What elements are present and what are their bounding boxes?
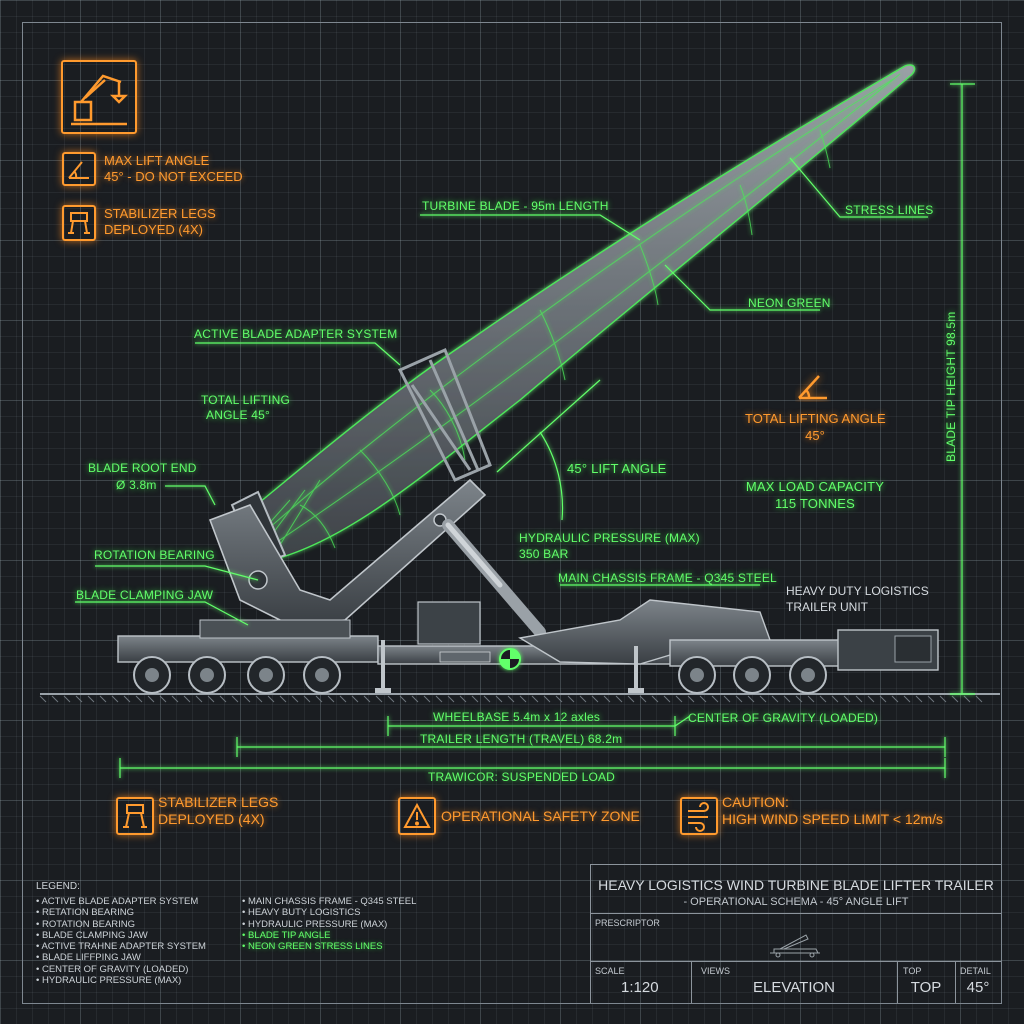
legend-item: • HEAVY BUTY LOGISTICS <box>242 907 361 919</box>
legend-item: • BLADE CLAMPING JAW <box>36 929 148 941</box>
stabilizer-icon <box>62 205 96 241</box>
stress-lines-label: STRESS LINES <box>845 203 934 217</box>
legend-item: • NEON GREEN STRESS LINES <box>242 941 383 953</box>
active-adapter-label: ACTIVE BLADE ADAPTER SYSTEM <box>194 327 398 341</box>
total-lifting-angle-warning-line2: 45° <box>805 428 825 443</box>
legend-item: • HYDRAULIC PRESSURE (MAX) <box>242 918 388 930</box>
views-value: ELEVATION <box>753 979 835 996</box>
center-of-gravity-label: CENTER OF GRAVITY (LOADED) <box>688 711 879 725</box>
legend-item: • RETATION BEARING <box>36 907 134 919</box>
title-block-title: HEAVY LOGISTICS WIND TURBINE BLADE LIFTE… <box>598 877 994 893</box>
heavy-duty-label-line2: TRAILER UNIT <box>786 600 869 614</box>
detail-label: DETAIL <box>960 966 991 976</box>
legend-title: LEGEND: <box>36 881 80 892</box>
total-lifting-angle-warning-line1: TOTAL LIFTING ANGLE <box>745 411 886 426</box>
ground-line <box>39 693 1000 703</box>
trailer-thumbnail-icon <box>770 934 820 958</box>
title-block: HEAVY LOGISTICS WIND TURBINE BLADE LIFTE… <box>590 864 1001 1003</box>
scale-label: SCALE <box>595 966 625 976</box>
trailer-length-label: TRAILER LENGTH (TRAVEL) 68.2m <box>420 732 623 746</box>
hydraulic-label-line1: HYDRAULIC PRESSURE (MAX) <box>519 531 700 545</box>
safety-zone-label: OPERATIONAL SAFETY ZONE <box>441 808 640 824</box>
stabilizer-legs <box>375 640 644 693</box>
total-lifting-label-line1: TOTAL LIFTING <box>200 393 290 407</box>
heavy-duty-label-line1: HEAVY DUTY LOGISTICS <box>786 584 929 598</box>
crane-icon <box>61 60 137 134</box>
top-label: TOP <box>903 966 922 976</box>
neon-green-label: NEON GREEN <box>748 296 831 310</box>
legend-column-2: • MAIN CHASSIS FRAME - Q345 STEEL• HEAVY… <box>242 896 416 952</box>
legend-item: • ACTIVE BLADE ADAPTER SYSTEM <box>36 896 199 907</box>
angle-icon <box>795 372 831 402</box>
blade-tip-height-label: BLADE TIP HEIGHT 98.5m <box>944 311 958 462</box>
trawicor-label: TRAWICOR: SUSPENDED LOAD <box>428 770 616 784</box>
top-value: TOP <box>910 979 942 996</box>
warning-triangle-icon <box>398 797 436 835</box>
blade-clamping-jaw-label: BLADE CLAMPING JAW <box>76 588 214 602</box>
max-load-label-line1: MAX LOAD CAPACITY <box>745 479 885 494</box>
hydraulic-label-line2: 350 BAR <box>519 547 569 561</box>
caution-line1: CAUTION: <box>722 794 789 810</box>
legend-column-1: • ACTIVE BLADE ADAPTER SYSTEM• RETATION … <box>36 896 206 986</box>
trailer-chassis <box>117 599 939 671</box>
stabilizer-bottom-line1: STABILIZER LEGS <box>158 794 279 810</box>
turbine-blade-label: TURBINE BLADE - 95m LENGTH <box>422 199 609 213</box>
wheel-set <box>133 656 827 694</box>
legend-item: • BLADE TIP ANGLE <box>242 929 331 941</box>
scale-value: 1:120 <box>621 979 659 996</box>
total-lifting-label-line2: ANGLE 45° <box>206 408 270 422</box>
wheelbase-label: WHEELBASE 5.4m x 12 axles <box>433 710 601 724</box>
center-of-gravity-marker <box>499 648 521 670</box>
max-lift-warning-line2: 45° - DO NOT EXCEED <box>104 169 243 184</box>
stabilizer-warning-line1: STABILIZER LEGS <box>104 206 216 221</box>
angle-icon <box>62 152 96 186</box>
stabilizer-warning-line2: DEPLOYED (4X) <box>104 222 203 237</box>
wind-icon <box>680 797 718 835</box>
legend-item: • HYDRAULIC PRESSURE (MAX) <box>36 975 182 987</box>
max-lift-warning-line1: MAX LIFT ANGLE <box>104 153 210 168</box>
title-block-subtitle: - OPERATIONAL SCHEMA - 45° ANGLE LIFT <box>683 896 909 908</box>
main-chassis-label: MAIN CHASSIS FRAME - Q345 STEEL <box>558 571 777 585</box>
rotation-bearing-label: ROTATION BEARING <box>94 548 215 562</box>
legend-item: • MAIN CHASSIS FRAME - Q345 STEEL <box>242 896 417 907</box>
drawing-frame <box>22 22 1002 1004</box>
stabilizer-icon <box>116 797 154 835</box>
legend-item: • CENTER OF GRAVITY (LOADED) <box>36 963 189 975</box>
legend-item: • ROTATION BEARING <box>36 918 136 930</box>
blade-root-label-line1: BLADE ROOT END <box>88 461 197 475</box>
annotation-lines <box>75 83 975 778</box>
caution-line2: HIGH WIND SPEED LIMIT < 12m/s <box>722 811 944 827</box>
legend-item: • BLADE LIFFPING JAW <box>36 952 141 964</box>
max-load-label-line2: 115 TONNES <box>774 496 856 511</box>
stabilizer-bottom-line2: DEPLOYED (4X) <box>158 811 265 827</box>
views-label: VIEWS <box>701 966 731 976</box>
legend-item: • ACTIVE TRAHNE ADAPTER SYSTEM <box>36 941 206 953</box>
lift-angle-label: 45° LIFT ANGLE <box>567 461 667 476</box>
blade-root-label-line2: Ø 3.8m <box>116 478 157 492</box>
detail-value: 45° <box>966 979 990 996</box>
prescriptor-label: PRESCRIPTOR <box>595 918 660 928</box>
